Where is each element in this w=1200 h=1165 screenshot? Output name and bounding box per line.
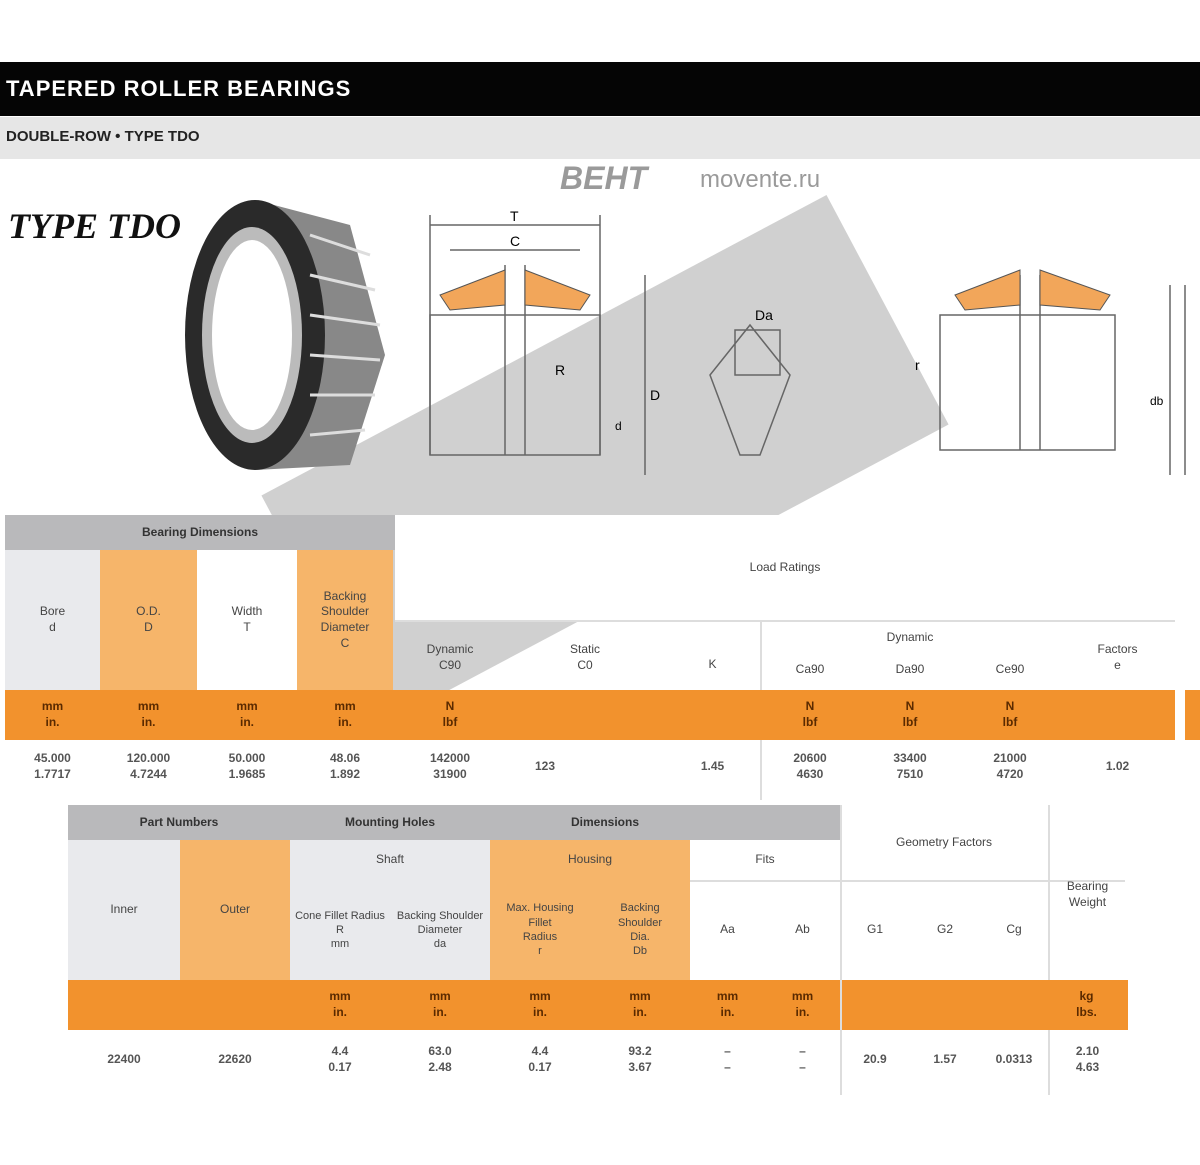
group-ratings: Load Ratings [395, 515, 1175, 620]
col-da90: Da90 [895, 662, 925, 677]
col-bore: Bore d [5, 550, 100, 690]
bearing-photo [185, 200, 385, 470]
col-weight: Bearing Weight [1066, 879, 1109, 909]
catalog-title: TAPERED ROLLER BEARINGS [0, 62, 1200, 116]
catalog-subtitle: DOUBLE-ROW • TYPE TDO [0, 117, 1200, 159]
label-C: C [510, 233, 520, 249]
col-width: Width T [197, 550, 297, 690]
unit-width: mm in. [197, 690, 297, 740]
col-static: Static C0 [569, 641, 600, 672]
unit-ca90: N lbf [760, 690, 860, 740]
unit-shoulder: mm in. [297, 690, 393, 740]
label-R: R [555, 362, 565, 378]
watermark-brand: BEHT [560, 160, 648, 196]
group-geometry: Geometry Factors [895, 834, 993, 849]
col-housing: Housing [490, 840, 690, 880]
col-od: O.D. D [100, 550, 197, 690]
group-dims: Dimensions [490, 805, 720, 840]
group-dimensions: Bearing Dimensions [5, 515, 395, 550]
col-factors: Factors e [1097, 641, 1138, 672]
col-ce90: Ce90 [995, 662, 1025, 677]
col-k: K [708, 657, 717, 672]
label-r: r [915, 357, 920, 373]
dynamic-group: Dynamic [886, 629, 934, 644]
col-inner: Inner [68, 840, 180, 980]
unit-od: mm in. [100, 690, 197, 740]
unit-bore: mm in. [5, 690, 100, 740]
group-mounting: Mounting Holes [290, 805, 490, 840]
col-fits: Fits [690, 840, 840, 880]
label-D: D [650, 387, 660, 403]
col-dynamic: Dynamic C90 [426, 641, 474, 672]
unit-dynamic: N lbf [395, 690, 505, 740]
type-label: TYPE TDO [8, 206, 181, 246]
col-outer: Outer [180, 840, 290, 980]
group-parts: Part Numbers [68, 805, 290, 840]
cross-section-drawings: T C R D d Da r db [429, 208, 1186, 475]
col-shaft: Shaft [290, 840, 490, 880]
unit-da90: N lbf [860, 690, 960, 740]
label-d: d [615, 419, 622, 433]
col-shoulder: Backing Shoulder Diameter C [297, 550, 393, 690]
label-db: db [1150, 394, 1164, 408]
label-Da: Da [755, 307, 773, 323]
label-T: T [510, 208, 519, 224]
col-ca90: Ca90 [795, 662, 825, 677]
unit-ce90: N lbf [960, 690, 1060, 740]
watermark-site: movente.ru [700, 166, 821, 193]
